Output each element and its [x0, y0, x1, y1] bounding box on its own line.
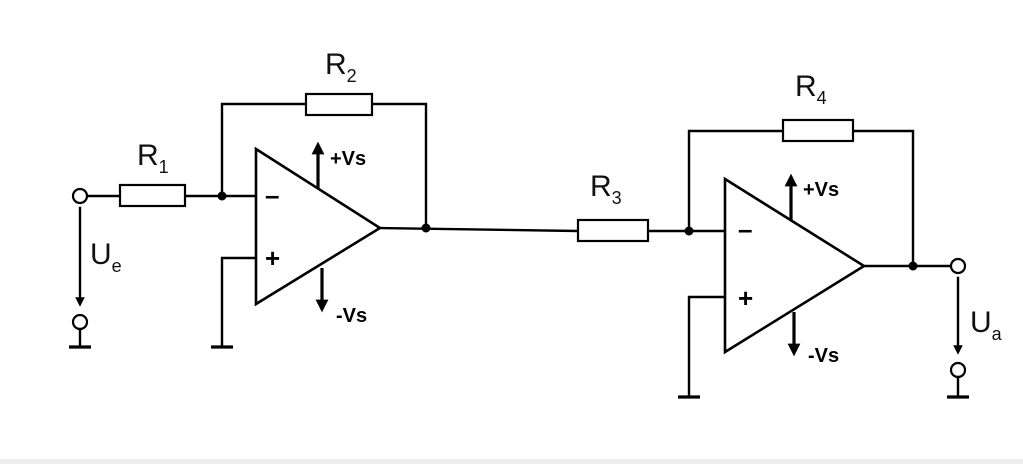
junction-dot-2 [421, 223, 431, 233]
opamp-1-inverting-sign: – [265, 180, 279, 210]
junction-dot-4 [908, 261, 918, 271]
r3-label: R3 [590, 170, 622, 208]
opamp-2-neg-supply-label: -Vs [808, 345, 839, 367]
junction-dot-1 [217, 191, 227, 201]
opamp-1 [254, 146, 383, 307]
r2-label: R2 [325, 48, 357, 86]
opamp-1-pos-supply-label: +Vs [330, 148, 366, 170]
resistor-r2 [304, 92, 374, 117]
resistor-r3 [576, 218, 650, 243]
stage-2: R3 R4 – + +Vs -Vs Ua [576, 70, 1003, 399]
resistor-r1 [118, 183, 187, 208]
resistor-r4 [781, 118, 855, 143]
opamp-2-noninverting-sign: + [738, 283, 753, 313]
opamp-2-pos-supply-label: +Vs [803, 179, 839, 201]
output-terminal-bottom [949, 361, 967, 379]
bottom-border [0, 459, 1023, 464]
opamp-2-inverting-sign: – [738, 214, 752, 244]
output-voltage-label: Ua [970, 306, 1003, 344]
stage-1: R1 R2 – + +Vs -Vs Ue [69, 48, 727, 349]
opamp-1-neg-supply-label: -Vs [336, 305, 367, 327]
feedback-wire-2 [687, 129, 915, 268]
input-terminal-bottom [71, 313, 89, 331]
ground-wire-2 [687, 295, 727, 399]
output-terminal-top [949, 257, 967, 275]
input-voltage-label: Ue [90, 238, 122, 276]
junction-dot-3 [684, 226, 694, 236]
feedback-wire-1 [220, 102, 428, 230]
opamp-2 [723, 176, 867, 355]
opamp-1-noninverting-sign: + [265, 243, 280, 273]
r1-label: R1 [137, 139, 169, 177]
ground-wire-1 [220, 256, 258, 349]
r4-label: R4 [795, 70, 827, 108]
input-terminal-top [71, 187, 89, 205]
interstage-wire [378, 226, 727, 233]
